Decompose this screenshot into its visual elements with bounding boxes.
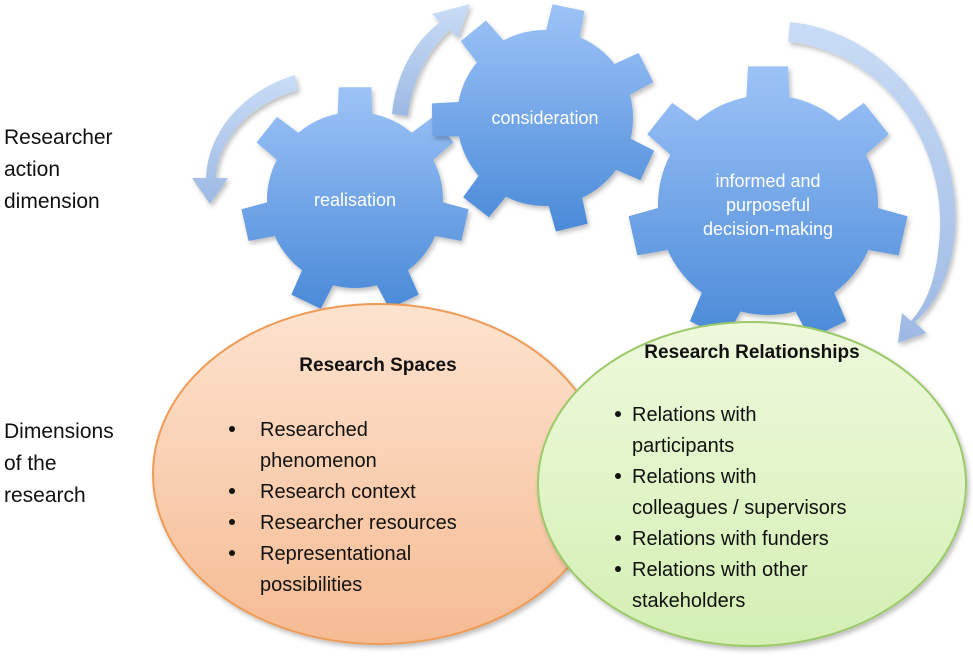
arrow-right-icon bbox=[788, 22, 956, 343]
list-item-text: Relations with bbox=[632, 466, 757, 488]
list-item: Research context bbox=[229, 481, 416, 503]
list-item-text: stakeholders bbox=[632, 590, 745, 612]
list-item-text: participants bbox=[632, 435, 734, 457]
arrow-left-icon bbox=[192, 75, 298, 204]
list-item: Researcher resources bbox=[229, 512, 457, 534]
gear-label: realisation bbox=[314, 190, 396, 210]
list-item-text: colleagues / supervisors bbox=[632, 497, 847, 519]
list-item: Relations with funders bbox=[615, 528, 829, 550]
research-relationships-ellipse bbox=[537, 321, 967, 647]
gear-label: decision-making bbox=[703, 219, 833, 239]
researcher-action-dimension-label: Researcher action dimension bbox=[4, 126, 113, 213]
arrow-middle-icon bbox=[392, 4, 470, 116]
list-item-text: phenomenon bbox=[260, 450, 377, 472]
bullet-icon bbox=[229, 488, 235, 494]
list-item: Relations with colleagues / supervisors bbox=[615, 466, 847, 519]
gear-decision: informed and purposeful decision-making bbox=[628, 66, 908, 339]
list-item: Relations with other stakeholders bbox=[615, 559, 808, 612]
gear-label: informed and bbox=[715, 171, 820, 191]
bullet-icon bbox=[229, 550, 235, 556]
list-item: Researched phenomenon bbox=[229, 419, 377, 472]
dimensions-of-research-label: Dimensions of the research bbox=[4, 420, 114, 507]
gear-label: purposeful bbox=[726, 195, 810, 215]
list-item: Relations with participants bbox=[615, 404, 757, 457]
list-item-text: Relations with bbox=[632, 404, 757, 426]
gear-icon bbox=[241, 87, 469, 309]
gear-realisation: realisation bbox=[241, 87, 469, 309]
list-item-text: Relations with other bbox=[632, 559, 808, 581]
gear-icon bbox=[431, 4, 655, 232]
bullet-icon bbox=[229, 519, 235, 525]
gear-consideration: consideration bbox=[431, 4, 655, 232]
gear-icon bbox=[628, 66, 908, 339]
list-item-text: possibilities bbox=[260, 574, 362, 596]
bullet-icon bbox=[615, 535, 621, 541]
research-relationships-title: Research Relationships bbox=[644, 342, 859, 363]
research-spaces-title: Research Spaces bbox=[299, 355, 456, 376]
bullet-icon bbox=[615, 566, 621, 572]
list-item-text: Researcher resources bbox=[260, 512, 457, 534]
bullet-icon bbox=[615, 473, 621, 479]
list-item-text: Research context bbox=[260, 481, 416, 503]
list-item-text: Representational bbox=[260, 543, 411, 565]
bullet-icon bbox=[615, 411, 621, 417]
list-item-text: Researched bbox=[260, 419, 368, 441]
list-item-text: Relations with funders bbox=[632, 528, 829, 550]
gear-label: consideration bbox=[491, 108, 598, 128]
list-item: Representational possibilities bbox=[229, 543, 411, 596]
bullet-icon bbox=[229, 426, 235, 432]
